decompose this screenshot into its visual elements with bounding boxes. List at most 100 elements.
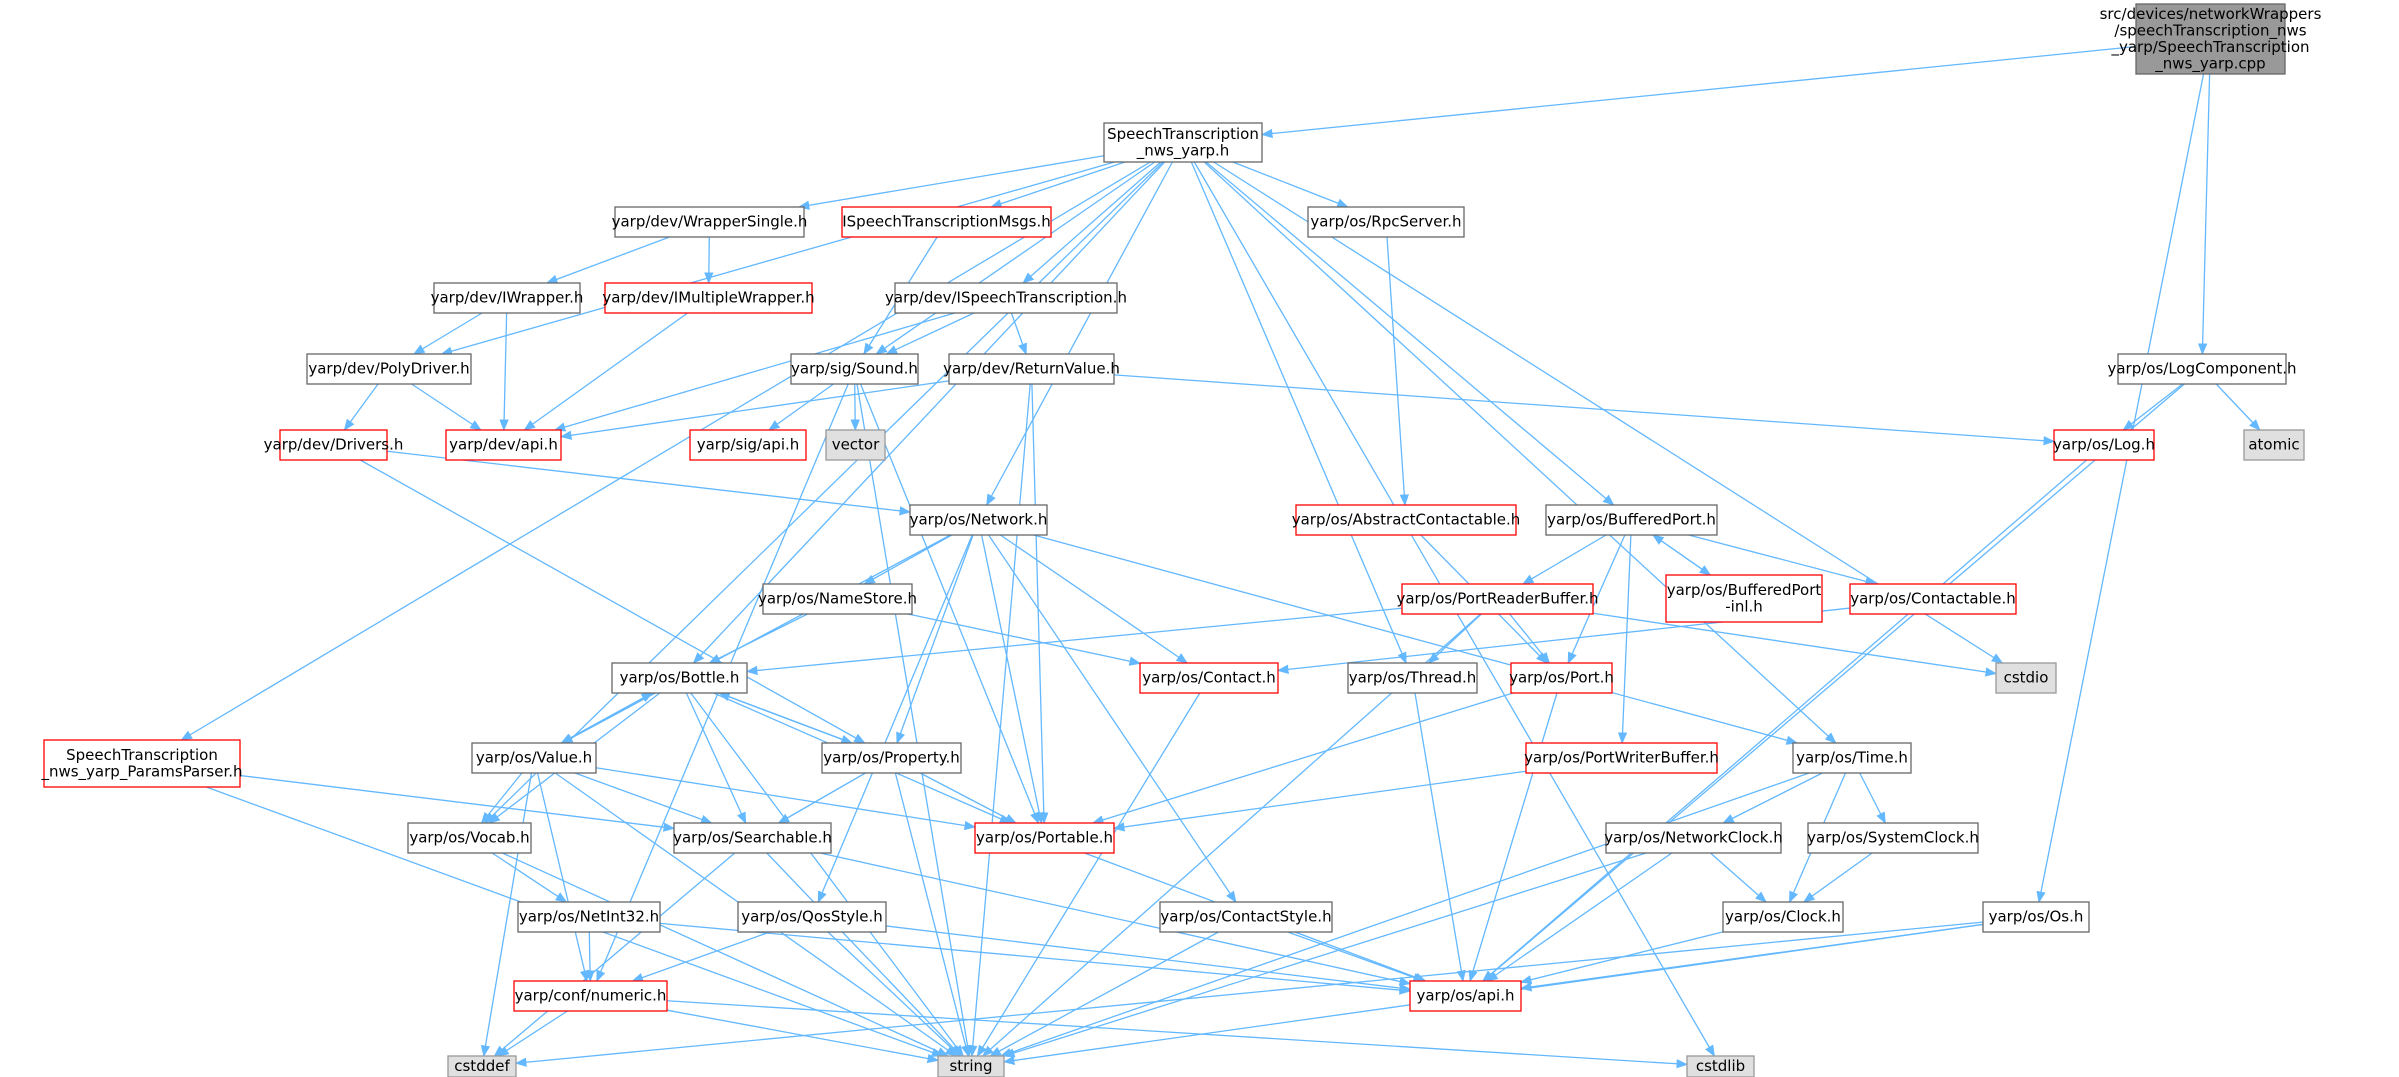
node-label: yarp/os/Vocab.h bbox=[409, 829, 529, 847]
node-yarp-os-thread-h[interactable]: yarp/os/Thread.h bbox=[1347, 662, 1478, 694]
node-box bbox=[1139, 662, 1279, 694]
node-label: yarp/dev/api.h bbox=[449, 436, 558, 454]
node-yarp-os-namestore-h[interactable]: yarp/os/NameStore.h bbox=[758, 583, 917, 615]
node-box bbox=[1510, 662, 1613, 694]
edge-sound-to-vector bbox=[850, 383, 860, 432]
node-label: yarp/os/Clock.h bbox=[1725, 908, 1841, 926]
node-yarp-os-netint32-h[interactable]: yarp/os/NetInt32.h bbox=[517, 901, 661, 933]
node-label: yarp/os/api.h bbox=[1416, 987, 1514, 1005]
node-yarp-conf-numeric-h[interactable]: yarp/conf/numeric.h bbox=[513, 980, 668, 1012]
node-atomic[interactable]: atomic bbox=[2243, 429, 2305, 461]
node-yarp-dev-ispeechtranscription-h[interactable]: yarp/dev/ISpeechTranscription.h bbox=[885, 282, 1127, 314]
edge-netint32-to-numeric bbox=[585, 931, 595, 983]
node-yarp-sig-sound-h[interactable]: yarp/sig/Sound.h bbox=[790, 353, 919, 385]
node-yarp-os-portreaderbuffer-h[interactable]: yarp/os/PortReaderBuffer.h bbox=[1396, 583, 1599, 615]
edge-root-to-logcomponent bbox=[2197, 73, 2211, 356]
node-speechtranscription-nws-yarp-h[interactable]: SpeechTranscription_nws_yarp.h bbox=[1103, 122, 1263, 163]
node-box bbox=[894, 282, 1118, 314]
edge-contactstyle-to-osapi bbox=[1287, 931, 1425, 982]
edge-contact-to-string bbox=[976, 692, 1201, 1057]
node-box bbox=[1849, 583, 2017, 615]
node-yarp-os-contactstyle-h[interactable]: yarp/os/ContactStyle.h bbox=[1159, 901, 1333, 933]
node-label: yarp/os/NameStore.h bbox=[758, 590, 917, 608]
node-string[interactable]: string bbox=[937, 1055, 1005, 1077]
node-yarp-dev-drivers-h[interactable]: yarp/dev/Drivers.h bbox=[264, 429, 404, 461]
node-label: yarp/os/NetworkClock.h bbox=[1604, 829, 1783, 847]
node-cstdio[interactable]: cstdio bbox=[1995, 662, 2057, 694]
node-box bbox=[2243, 429, 2305, 461]
node-yarp-sig-api-h[interactable]: yarp/sig/api.h bbox=[689, 429, 807, 461]
edge-time-to-networkclock bbox=[1722, 772, 1823, 824]
node-yarp-os-os-h[interactable]: yarp/os/Os.h bbox=[1982, 901, 2090, 933]
edge-value-to-portable bbox=[595, 767, 977, 831]
node-label: yarp/os/AbstractContactable.h bbox=[1292, 511, 1521, 529]
edge-header-to-ispeech_msgs bbox=[990, 161, 1126, 209]
node-yarp-os-property-h[interactable]: yarp/os/Property.h bbox=[821, 742, 962, 774]
node-yarp-os-contact-h[interactable]: yarp/os/Contact.h bbox=[1139, 662, 1279, 694]
node-yarp-os-bufferedport-inl-h[interactable]: yarp/os/BufferedPort-inl.h bbox=[1665, 574, 1823, 623]
node-yarp-os-logcomponent-h[interactable]: yarp/os/LogComponent.h bbox=[2107, 353, 2297, 385]
edge-port-to-osapi bbox=[1468, 692, 1558, 983]
node-yarp-os-api-h[interactable]: yarp/os/api.h bbox=[1409, 980, 1522, 1012]
edge-network-to-time bbox=[1033, 534, 1799, 745]
node-yarp-os-qosstyle-h[interactable]: yarp/os/QosStyle.h bbox=[737, 901, 887, 933]
node-box bbox=[513, 980, 668, 1012]
node-yarp-os-contactable-h[interactable]: yarp/os/Contactable.h bbox=[1849, 583, 2017, 615]
node-label: yarp/dev/ReturnValue.h bbox=[943, 360, 1120, 378]
node-label: yarp/os/RpcServer.h bbox=[1310, 213, 1461, 231]
node-label: yarp/dev/IMultipleWrapper.h bbox=[602, 289, 814, 307]
edge-portreaderbuffer-to-port bbox=[1509, 613, 1551, 664]
node-yarp-os-networkclock-h[interactable]: yarp/os/NetworkClock.h bbox=[1604, 822, 1783, 854]
node-speechtranscription-nws-yarp-paramsparser-h[interactable]: SpeechTranscription_nws_yarp_ParamsParse… bbox=[40, 739, 243, 788]
node-yarp-dev-polydriver-h[interactable]: yarp/dev/PolyDriver.h bbox=[306, 353, 472, 385]
edge-time-to-systemclock bbox=[1859, 772, 1886, 825]
node-yarp-os-log-h[interactable]: yarp/os/Log.h bbox=[2053, 429, 2155, 461]
node-yarp-os-clock-h[interactable]: yarp/os/Clock.h bbox=[1722, 901, 1844, 933]
node-yarp-dev-imultiplewrapper-h[interactable]: yarp/dev/IMultipleWrapper.h bbox=[602, 282, 815, 314]
node-yarp-dev-iwrapper-h[interactable]: yarp/dev/IWrapper.h bbox=[431, 282, 584, 314]
node-yarp-os-portwriterbuffer-h[interactable]: yarp/os/PortWriterBuffer.h bbox=[1524, 742, 1719, 774]
node-yarp-os-port-h[interactable]: yarp/os/Port.h bbox=[1509, 662, 1614, 694]
edge-portreaderbuffer-to-cstdio bbox=[1592, 612, 1998, 677]
node-box bbox=[841, 206, 1052, 238]
node-label: string bbox=[949, 1057, 992, 1075]
edge-bufferedport-to-contactable bbox=[1688, 534, 1877, 586]
node-label: cstdio bbox=[2004, 669, 2049, 687]
edge-bottle-to-string bbox=[690, 692, 964, 1057]
node-box bbox=[1792, 742, 1912, 774]
node-ispeechtranscriptionmsgs-h[interactable]: ISpeechTranscriptionMsgs.h bbox=[841, 206, 1052, 238]
node-yarp-os-portable-h[interactable]: yarp/os/Portable.h bbox=[974, 822, 1115, 854]
edge-portreaderbuffer-to-bottle bbox=[745, 607, 1403, 676]
node-yarp-os-network-h[interactable]: yarp/os/Network.h bbox=[909, 504, 1048, 536]
node-yarp-os-abstractcontactable-h[interactable]: yarp/os/AbstractContactable.h bbox=[1292, 504, 1521, 536]
edge-network-to-qosstyle bbox=[817, 534, 973, 904]
node-yarp-os-bufferedport-h[interactable]: yarp/os/BufferedPort.h bbox=[1545, 504, 1718, 536]
node-yarp-dev-wrappersingle-h[interactable]: yarp/dev/WrapperSingle.h bbox=[612, 206, 808, 238]
edge-searchable-to-cstddef bbox=[493, 852, 736, 1057]
node-yarp-os-vocab-h[interactable]: yarp/os/Vocab.h bbox=[407, 822, 532, 854]
node-yarp-os-rpcserver-h[interactable]: yarp/os/RpcServer.h bbox=[1307, 206, 1465, 238]
node-label: ISpeechTranscriptionMsgs.h bbox=[842, 213, 1051, 231]
edge-paramsparser-to-searchable bbox=[239, 774, 676, 832]
node-label: -inl.h bbox=[1725, 597, 1763, 615]
node-src-devices-networkwrappers-speechtranscription-nws-yarp-speechtranscription-nws-yarp-cpp[interactable]: src/devices/networkWrappers/speechTransc… bbox=[2100, 3, 2322, 75]
node-yarp-os-time-h[interactable]: yarp/os/Time.h bbox=[1792, 742, 1912, 774]
node-label: yarp/dev/IWrapper.h bbox=[431, 289, 584, 307]
node-yarp-dev-api-h[interactable]: yarp/dev/api.h bbox=[445, 429, 562, 461]
node-cstddef[interactable]: cstddef bbox=[447, 1055, 517, 1077]
node-label: yarp/dev/WrapperSingle.h bbox=[612, 213, 808, 231]
node-vector[interactable]: vector bbox=[825, 429, 886, 461]
node-yarp-os-searchable-h[interactable]: yarp/os/Searchable.h bbox=[673, 822, 832, 854]
edge-vocab-to-netint32 bbox=[491, 852, 568, 903]
node-yarp-os-bottle-h[interactable]: yarp/os/Bottle.h bbox=[611, 662, 748, 694]
node-cstdlib[interactable]: cstdlib bbox=[1686, 1055, 1755, 1077]
node-label: yarp/sig/api.h bbox=[697, 436, 800, 454]
node-box bbox=[517, 901, 661, 933]
node-yarp-dev-returnvalue-h[interactable]: yarp/dev/ReturnValue.h bbox=[943, 353, 1120, 385]
edge-bufferedport-to-portwriterbuffer bbox=[1617, 534, 1632, 745]
node-yarp-os-value-h[interactable]: yarp/os/Value.h bbox=[471, 742, 597, 774]
node-label: _yarp/SpeechTranscription bbox=[2110, 38, 2309, 57]
node-label: vector bbox=[832, 436, 880, 454]
node-yarp-os-systemclock-h[interactable]: yarp/os/SystemClock.h bbox=[1807, 822, 1979, 854]
